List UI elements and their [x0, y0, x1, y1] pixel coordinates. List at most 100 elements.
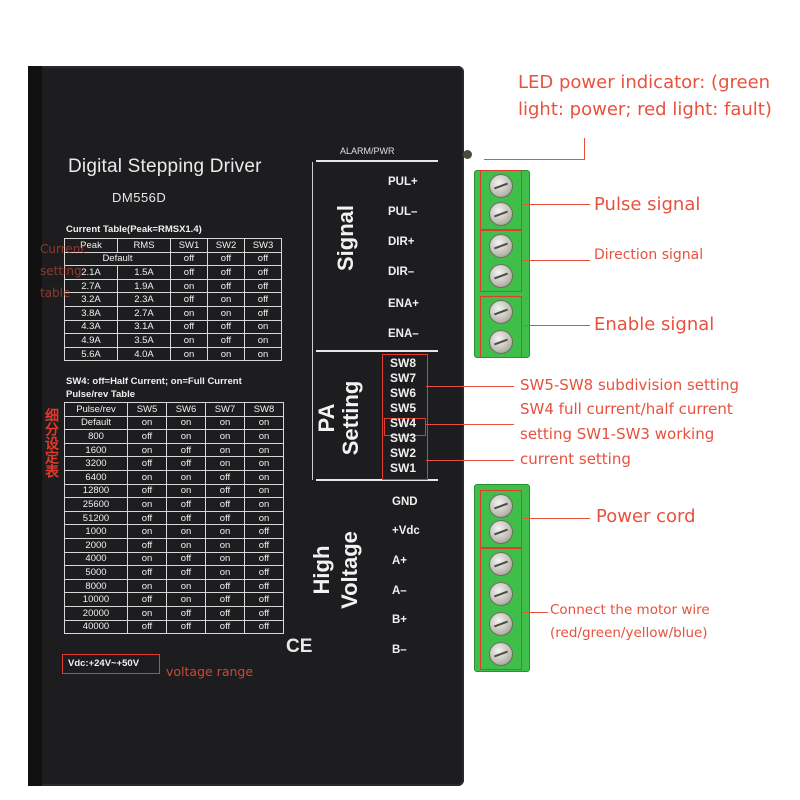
- current-table-cell: on: [170, 305, 208, 321]
- pulse-table-cell: off: [166, 605, 206, 621]
- callout-sw-line4: current setting: [520, 450, 631, 468]
- switch-label: SW2: [390, 446, 417, 460]
- power-pin-label: +Vdc: [392, 525, 420, 537]
- power-pin-label: A–: [392, 585, 407, 597]
- terminal-screw[interactable]: [489, 582, 513, 606]
- callout-sw4-leader: [426, 424, 514, 425]
- pulse-table-header: SW8: [244, 402, 284, 417]
- current-table-cell: off: [170, 292, 208, 307]
- pulse-table-cell: 20000: [64, 605, 128, 621]
- pulse-table-cell: on: [205, 537, 245, 553]
- pulse-table-cell: 51200: [64, 510, 128, 526]
- pulse-table-cell: 6400: [64, 469, 128, 485]
- current-table-cell: on: [207, 346, 245, 362]
- terminal-screw[interactable]: [489, 520, 513, 544]
- pulse-table-cell: on: [244, 497, 284, 512]
- current-table: Peak RMS SW1 SW2 SW3 Default off off off…: [64, 238, 282, 362]
- pulse-table-cell: 3200: [64, 456, 128, 471]
- current-table-cell: off: [170, 319, 208, 335]
- switch-label: SW6: [390, 386, 417, 400]
- current-table-cell: 2.7A: [117, 305, 171, 321]
- pulse-table-cell: 10000: [64, 592, 128, 607]
- pulse-table-cell: off: [205, 497, 245, 512]
- pulse-table-cell: off: [166, 442, 206, 458]
- callout-pulse: Pulse signal: [594, 194, 701, 215]
- pulse-table-cell: off: [127, 537, 167, 553]
- section-setting: Setting: [338, 380, 363, 456]
- terminal-screw[interactable]: [489, 642, 513, 666]
- led-indicator: [463, 150, 472, 159]
- callout-motor-line2: (red/green/yellow/blue): [550, 625, 708, 641]
- pulse-table-cell: off: [127, 592, 167, 607]
- pulse-table-header: SW7: [205, 402, 245, 417]
- pulse-table-cell: 1600: [64, 442, 128, 458]
- pulse-table-cell: off: [127, 483, 167, 499]
- terminal-screw[interactable]: [489, 264, 513, 288]
- pulse-table-cell: on: [244, 483, 284, 499]
- switch-label: SW5: [390, 401, 417, 415]
- terminal-screw[interactable]: [489, 234, 513, 258]
- pulse-table-cell: on: [166, 469, 206, 485]
- device-model: DM556D: [112, 190, 167, 205]
- power-pin-label: GND: [392, 496, 418, 508]
- pulse-table-cell: off: [244, 592, 284, 607]
- terminal-screw[interactable]: [489, 552, 513, 576]
- section-high: High: [309, 545, 334, 595]
- current-table-caption: Current Table(Peak=RMSX1.4): [66, 224, 202, 235]
- pulse-table-cell: on: [244, 510, 284, 526]
- section-voltage: Voltage: [337, 531, 362, 609]
- terminal-screw[interactable]: [489, 612, 513, 636]
- callout-sw-line2: SW4 full current/half current: [520, 400, 733, 418]
- pulse-table-cell: 5000: [64, 565, 128, 580]
- terminal-screw[interactable]: [489, 202, 513, 226]
- current-table-cell: on: [207, 305, 245, 321]
- section-signal: Signal: [333, 205, 358, 272]
- current-table-cell: off: [244, 278, 282, 294]
- power-terminal[interactable]: [474, 484, 530, 672]
- current-table-cell: off: [207, 251, 245, 267]
- current-table-cell: 1.5A: [117, 265, 171, 280]
- pulse-table-cell: on: [127, 524, 167, 539]
- callout-enable-leader: [524, 325, 590, 326]
- current-table-cell: 2.3A: [117, 292, 171, 307]
- power-pin-label: B+: [392, 614, 408, 626]
- current-table-cell: on: [207, 292, 245, 307]
- terminal-screw[interactable]: [489, 494, 513, 518]
- current-table-cell: off: [170, 265, 208, 280]
- section-pa: PA: [314, 403, 339, 433]
- pulse-table-cell: off: [244, 605, 284, 621]
- pulse-table-header: SW6: [166, 402, 206, 417]
- pulse-table-cell: 800: [64, 429, 128, 444]
- current-table-cell: on: [244, 319, 282, 335]
- signal-pin-label: DIR–: [388, 266, 415, 278]
- pulse-table-cell: on: [205, 565, 245, 580]
- terminal-screw[interactable]: [489, 330, 513, 354]
- callout-motor-line1: Connect the motor wire: [550, 602, 710, 618]
- terminal-screw[interactable]: [489, 300, 513, 324]
- enable-box: [480, 296, 522, 358]
- driver-side-edge: [28, 66, 42, 786]
- callout-led-line1: LED power indicator: (green: [518, 72, 771, 93]
- current-table-cell: 4.9A: [64, 333, 118, 348]
- pulse-table-cell: on: [127, 551, 167, 567]
- pulse-table-cell: on: [127, 578, 167, 594]
- pulse-table-cell: off: [166, 456, 206, 471]
- pulse-table-cell: on: [205, 551, 245, 567]
- switch-label: SW3: [390, 431, 417, 445]
- voltage-spec: Vdc:+24V~+50V: [68, 658, 140, 669]
- pulse-table-cell: on: [127, 605, 167, 621]
- terminal-screw[interactable]: [489, 174, 513, 198]
- pulse-table-cell: off: [244, 578, 284, 594]
- signal-pin-label: PUL–: [388, 206, 418, 218]
- signal-pin-label: ENA+: [388, 298, 419, 310]
- sw4-box: [384, 418, 426, 436]
